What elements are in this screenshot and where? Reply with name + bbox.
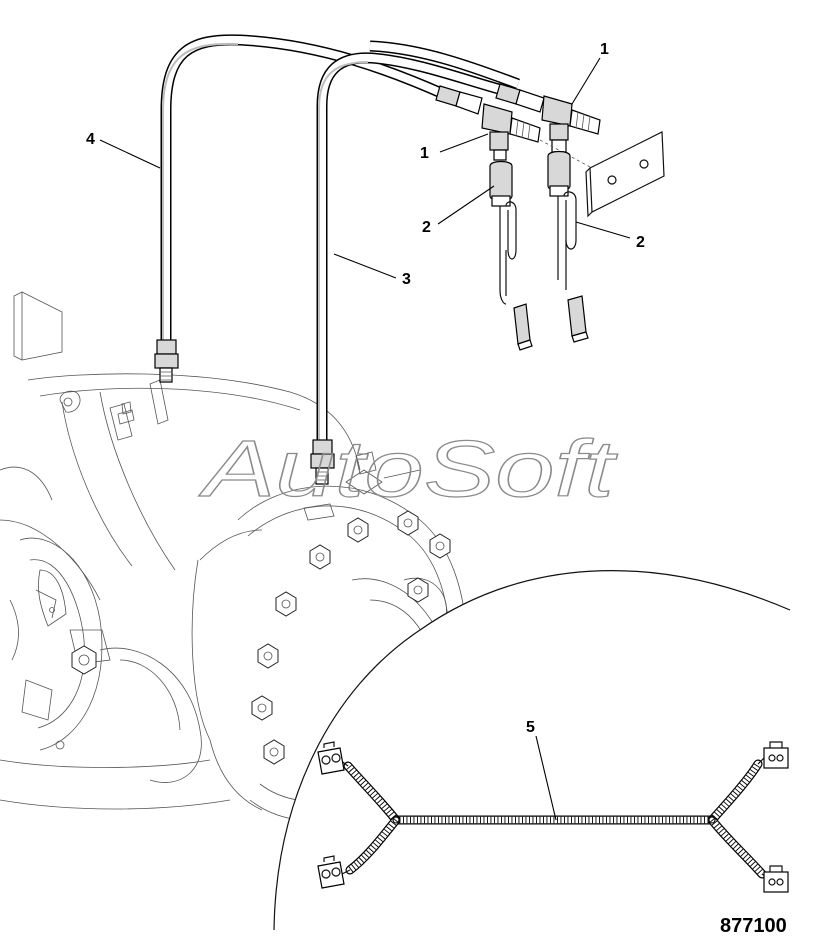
connector-bottom-right [763,865,789,893]
callout-2-sensor-left: 2 [422,219,431,236]
callout-1-tee-left: 1 [420,145,429,162]
callout-1-tee-right: 1 [600,41,609,58]
connector-top-right [763,741,789,769]
flange-bolts [71,510,451,765]
figure-number: 877100 [720,915,787,937]
callout-4-hose: 4 [86,131,95,148]
callout-3-hose: 3 [402,271,411,288]
detail-circle [273,570,818,946]
connector-top-left [317,741,345,775]
watermark-text: AutoSoft [199,424,618,513]
connector-bottom-left [317,855,345,889]
pressure-sensor-left [489,160,533,351]
mounting-plate [539,131,665,218]
leader-lines [99,57,631,821]
wiring-harness [339,757,769,879]
callout-5-harness: 5 [526,719,535,736]
hose-end-fittings [435,83,545,115]
pressure-sensor-right [547,150,589,343]
hose-upper-strand [369,40,520,90]
callout-2-sensor-right: 2 [636,234,645,251]
hose-3 [310,52,512,485]
tee-fitting-left [481,103,541,161]
tee-fitting-right [541,95,601,153]
hose-4 [154,34,451,383]
